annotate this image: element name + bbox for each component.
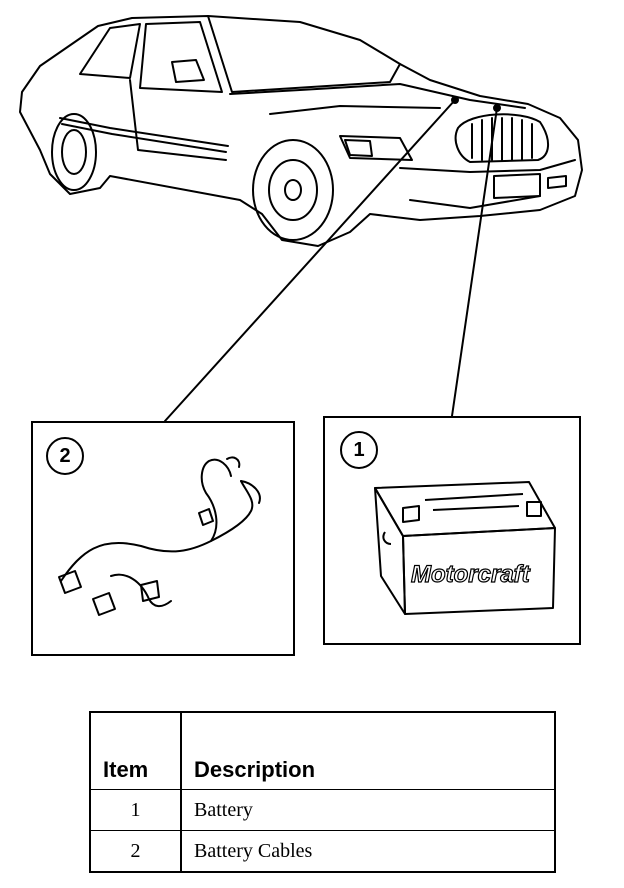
terminal-clamp-a bbox=[58, 570, 82, 594]
table-row: 1 Battery bbox=[89, 789, 556, 831]
car-side-window-rear bbox=[79, 23, 141, 79]
car-rear-wheel-hub bbox=[61, 129, 87, 175]
car-bumper-lower bbox=[409, 195, 541, 209]
battery-vent-caps bbox=[424, 493, 524, 511]
battery-brand-label: Motorcraft bbox=[411, 561, 531, 588]
legend-item-number: 1 bbox=[89, 789, 182, 831]
car-body-stripe-lower bbox=[61, 123, 227, 153]
legend-item-number: 2 bbox=[89, 830, 182, 873]
cable-main bbox=[60, 480, 254, 582]
car-rear-wheel bbox=[51, 113, 97, 191]
car-front-wheel bbox=[252, 139, 334, 241]
car-front-bumper bbox=[399, 159, 576, 173]
car-hood-crease bbox=[269, 105, 441, 115]
car-license-plate bbox=[493, 173, 541, 199]
car-headlight bbox=[339, 135, 413, 161]
terminal-clamp-b bbox=[92, 592, 116, 616]
car-windshield bbox=[207, 15, 401, 93]
car-mirror bbox=[171, 59, 205, 83]
car-body-outline bbox=[19, 15, 583, 247]
car-door-line bbox=[129, 79, 227, 161]
legend-item-description: Battery Cables bbox=[180, 830, 556, 873]
legend-item-description: Battery bbox=[180, 789, 556, 831]
battery-side bbox=[374, 487, 406, 615]
legend-header-description: Description bbox=[180, 711, 556, 790]
battery-drawing: Motorcraft bbox=[374, 481, 556, 615]
callout-battery-cables: 2 bbox=[31, 421, 295, 656]
cable-loop bbox=[240, 480, 261, 504]
car-body-stripe bbox=[59, 117, 229, 147]
callout-number-2: 2 bbox=[46, 437, 84, 475]
battery-terminal-left bbox=[402, 505, 420, 523]
terminal-clamp-c bbox=[140, 580, 160, 602]
cable-connector bbox=[198, 508, 214, 526]
battery-terminal-right bbox=[526, 501, 542, 517]
car-grille bbox=[454, 113, 549, 163]
leader-line-cables bbox=[164, 99, 456, 422]
car-front-wheel-hub bbox=[268, 159, 318, 221]
car-side-window-front bbox=[139, 21, 223, 93]
callout-number-1: 1 bbox=[340, 431, 378, 469]
battery-cables-drawing bbox=[58, 456, 261, 616]
car-grille-bars bbox=[471, 117, 533, 161]
legend-table: Item Description 1 Battery 2 Battery Cab… bbox=[89, 711, 556, 873]
legend-header-row: Item Description bbox=[89, 711, 556, 790]
leader-line-battery bbox=[451, 107, 498, 417]
car-front-wheel-cap bbox=[284, 179, 302, 201]
car-headlight-inner bbox=[344, 139, 373, 157]
cable-branch bbox=[200, 458, 232, 542]
car-hood bbox=[229, 83, 526, 109]
legend-header-item: Item bbox=[89, 711, 182, 790]
table-row: 2 Battery Cables bbox=[89, 830, 556, 873]
callout-battery: 1 Motorcraft bbox=[323, 416, 581, 645]
battery-handle bbox=[382, 531, 392, 545]
car-fog-light bbox=[547, 175, 567, 189]
cable-ring-end bbox=[226, 456, 241, 468]
